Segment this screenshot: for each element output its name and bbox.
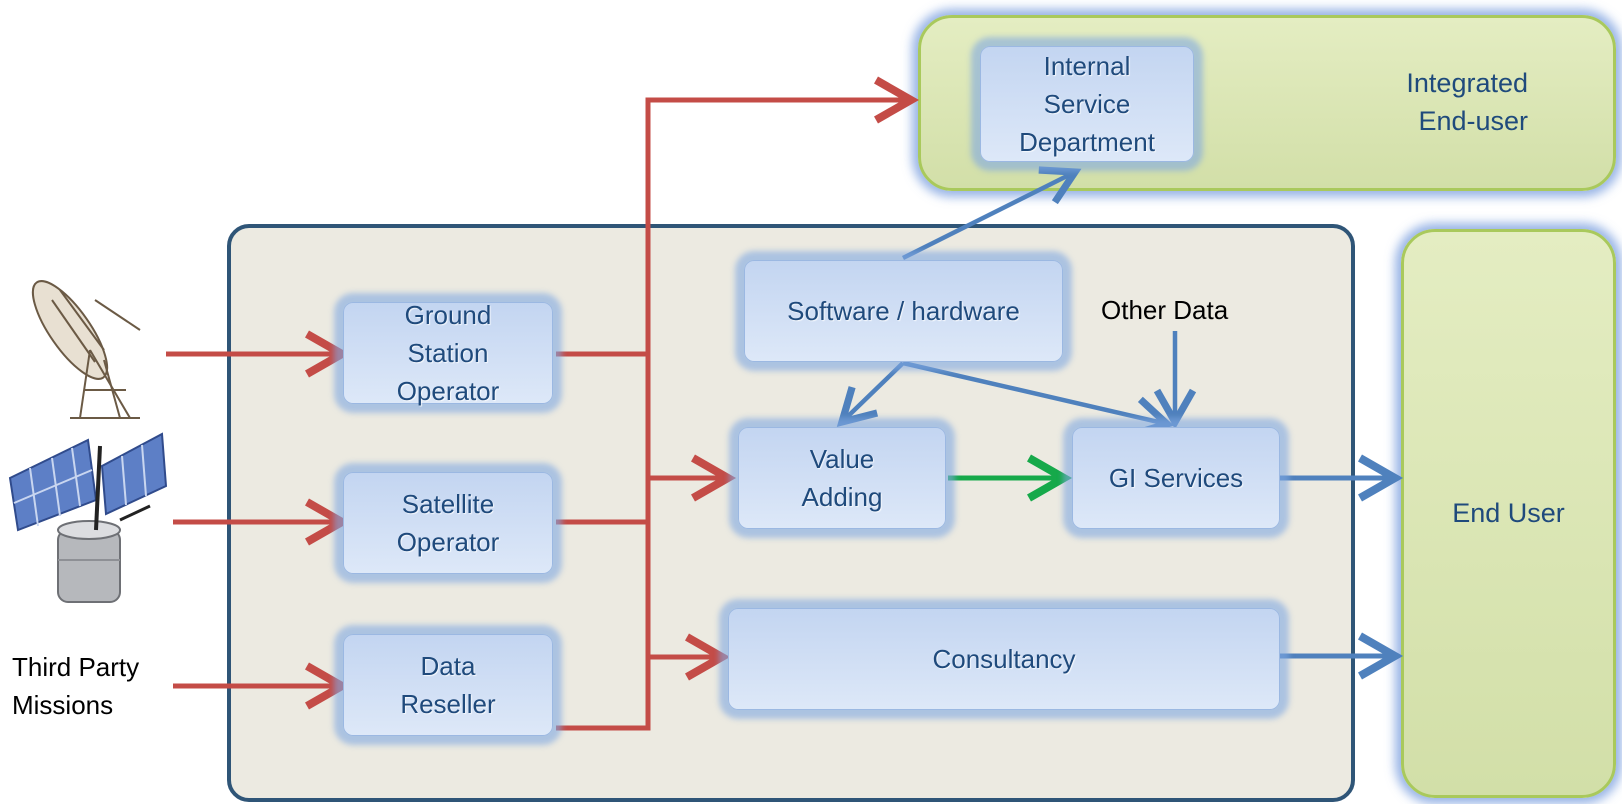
consultancy-box: Consultancy: [728, 608, 1280, 710]
arrow-software-to-gi: [902, 360, 1175, 438]
data-reseller-box: Data Reseller: [343, 634, 553, 736]
integrated-end-user-label: Integrated End-user: [1406, 68, 1528, 136]
software-hardware-box: Software / hardware: [744, 260, 1063, 362]
satellite-operator-box: Satellite Operator: [343, 472, 553, 574]
value-adding-box: Value Adding: [738, 427, 946, 529]
satellite-icon: [8, 432, 168, 603]
other-data-label: Other Data: [1101, 295, 1229, 325]
third-party-missions-label: Third Party Missions: [12, 652, 140, 720]
arrow-software-to-internal: [901, 166, 1082, 261]
ground-station-operator-box: Ground Station Operator: [343, 300, 553, 406]
gi-services-box: GI Services: [1072, 427, 1280, 529]
internal-service-department-box: Internal Service Department: [980, 46, 1194, 162]
end-user-panel: [1401, 229, 1616, 798]
red-bus-line: [556, 76, 920, 357]
arrow-software-to-value: [836, 361, 905, 428]
end-user-label: End User: [1452, 498, 1565, 528]
radio-telescope-icon: [31, 280, 141, 419]
